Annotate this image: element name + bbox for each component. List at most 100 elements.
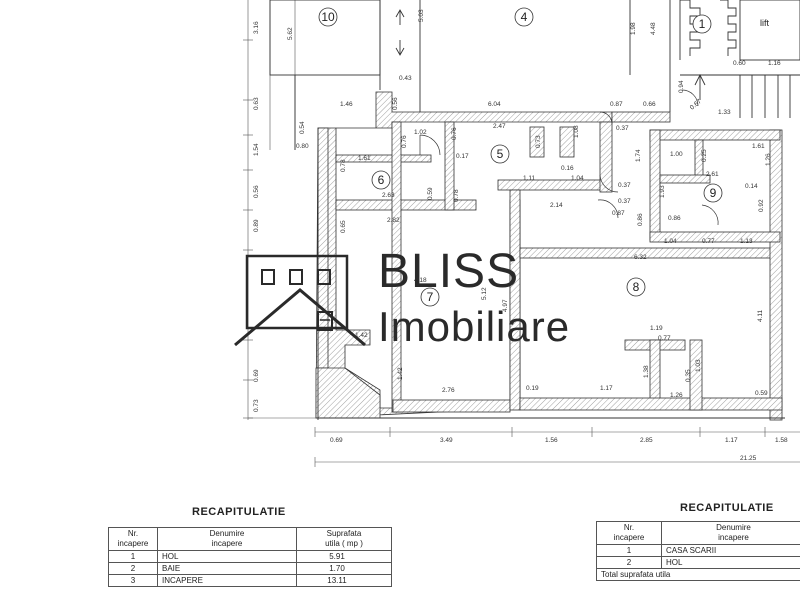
- room-marker-8: [626, 277, 646, 297]
- dim-label: 0.43: [399, 75, 412, 82]
- dim-label: 0.14: [745, 183, 758, 190]
- dim-label: 2.61: [706, 171, 719, 178]
- room-marker-5: [490, 144, 510, 164]
- dim-label: 1.56: [545, 437, 558, 444]
- col-header-name: Denumire incapere: [157, 527, 297, 551]
- logo-word-bliss: BLISS: [378, 245, 520, 298]
- dim-label: 3.16: [253, 21, 260, 34]
- cell-area: 1.70: [296, 562, 392, 575]
- dim-label: 1.33: [718, 109, 731, 116]
- dim-label: 6.04: [488, 101, 501, 108]
- dim-label: 2.85: [640, 437, 653, 444]
- dim-label: 0.89: [253, 219, 260, 232]
- recap-left-table: Nr. incapere Denumire incapere Suprafata…: [108, 527, 392, 587]
- col-header-name: Denumire incapere: [661, 521, 800, 545]
- dim-label: 1.04: [664, 238, 677, 245]
- dim-label: 0.77: [658, 335, 671, 342]
- dim-label: 1.00: [670, 151, 683, 158]
- table-header-row: Nr. incapere Denumire incapere: [596, 521, 800, 545]
- dim-label: 0.92: [758, 199, 765, 212]
- room-label-10: 10: [321, 10, 335, 24]
- dim-label: 1.16: [768, 60, 781, 67]
- table-row: 1 HOL 5.91: [108, 550, 392, 563]
- recap-right-title: RECAPITULATIE: [680, 502, 774, 514]
- dim-label: 1.93: [659, 185, 666, 198]
- table-header-row: Nr. incapere Denumire incapere Suprafata…: [108, 527, 392, 551]
- dim-label: 4.18: [414, 277, 427, 284]
- dim-label: 0.67: [689, 98, 703, 112]
- dim-label: 2.76: [442, 387, 455, 394]
- dim-label: 1.46: [340, 101, 353, 108]
- col-header-nr: Nr. incapere: [108, 527, 158, 551]
- room-label-6: 6: [378, 173, 385, 187]
- dim-label: 0.37: [618, 198, 631, 205]
- dim-label: 0.73: [535, 135, 542, 148]
- dim-label: 2.14: [550, 202, 563, 209]
- dim-label: 1.03: [695, 359, 702, 372]
- cell-nr: 3: [108, 574, 158, 587]
- dim-label: 5.62: [287, 27, 294, 40]
- dim-label: 1.26: [765, 153, 772, 166]
- dim-label: 0.87: [610, 101, 623, 108]
- room-label-4: 4: [521, 10, 528, 24]
- dim-label: 1.58: [775, 437, 788, 444]
- recap-right-table: Nr. incapere Denumire incapere 1 CASA SC…: [596, 521, 800, 581]
- dim-label: 0.60: [733, 60, 746, 67]
- dim-label: 3.49: [440, 437, 453, 444]
- cell-nr: 1: [108, 550, 158, 563]
- dim-label: 0.37: [616, 125, 629, 132]
- room-label-7: 7: [427, 290, 434, 304]
- table-footer-row: Total suprafata utila: [596, 568, 800, 581]
- dim-label: 0.25: [701, 149, 708, 162]
- dim-label: 1.42: [397, 367, 404, 380]
- room-marker-6: [371, 170, 391, 190]
- table-row: 2 HOL: [596, 556, 800, 569]
- dim-label: 4.97: [502, 299, 509, 312]
- dim-label: 1.17: [725, 437, 738, 444]
- dim-label: 0.86: [637, 213, 644, 226]
- hatched-walls: [315, 91, 783, 421]
- dim-label: 1.17: [600, 385, 613, 392]
- dim-label: 5.03: [418, 9, 425, 22]
- logo-word-imobiliare: Imobiliare: [378, 303, 571, 350]
- cell-name: BAIE: [157, 562, 297, 575]
- dim-label: 0.35: [685, 369, 692, 382]
- dim-label: 2.82: [387, 217, 400, 224]
- cell-nr: 2: [108, 562, 158, 575]
- dim-label: 0.54: [299, 121, 306, 134]
- dim-label: 0.86: [668, 215, 681, 222]
- room-label-5: 5: [497, 147, 504, 161]
- table-row: 3 INCAPERE 13.11: [108, 574, 392, 587]
- dim-label: 0.76: [451, 127, 458, 140]
- cell-nr: 2: [596, 556, 662, 569]
- dim-label: 1.74: [635, 149, 642, 162]
- cell-total-label: Total suprafata utila: [596, 568, 800, 581]
- room-marker-1: [692, 14, 712, 34]
- dim-label: 1.04: [571, 175, 584, 182]
- dim-label: 0.80: [296, 143, 309, 150]
- cell-name: HOL: [157, 550, 297, 563]
- cell-area: 5.91: [296, 550, 392, 563]
- dim-label: 0.77: [702, 238, 715, 245]
- recap-left-title: RECAPITULATIE: [192, 506, 286, 518]
- cell-name: HOL: [661, 556, 800, 569]
- dim-label: 0.87: [612, 210, 625, 217]
- dim-label: 0.56: [253, 185, 260, 198]
- dim-label: 0.19: [526, 385, 539, 392]
- dim-label: 1.38: [643, 365, 650, 378]
- cell-name: INCAPERE: [157, 574, 297, 587]
- dim-label: 1.61: [358, 155, 371, 162]
- door-swings: [419, 89, 719, 226]
- room-marker-7: [420, 287, 440, 307]
- dim-label: 0.78: [340, 159, 347, 172]
- dim-label: 2.47: [493, 123, 506, 130]
- dim-label: 0.76: [401, 135, 408, 148]
- dim-label: 0.65: [340, 220, 347, 233]
- dim-label: 4.11: [757, 309, 764, 322]
- col-header-nr: Nr. incapere: [596, 521, 662, 545]
- room-label-8: 8: [633, 280, 640, 294]
- dim-label: 1.11: [523, 175, 536, 182]
- dim-label: 0.78: [453, 189, 460, 202]
- dim-label: 1.54: [253, 143, 260, 156]
- col-header-area: Suprafata utila ( mp ): [296, 527, 392, 551]
